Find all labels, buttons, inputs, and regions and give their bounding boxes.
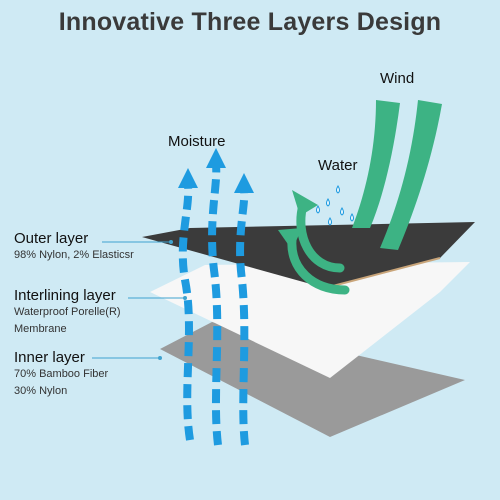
inner-layer-desc-2: 30% Nylon (14, 385, 68, 397)
page-title: Innovative Three Layers Design (58, 8, 442, 36)
interlining-layer-name: Interlining layer (14, 287, 116, 304)
water-label: Water (318, 157, 358, 174)
outer-layer-name: Outer layer (14, 230, 89, 247)
inner-layer-label-block: Inner layer 70% Bamboo Fiber 30% Nylon (14, 349, 108, 400)
outer-layer-label-block: Outer layer 98% Nylon, 2% Elasticsr (14, 230, 134, 264)
interlining-layer-desc-1: Waterproof Porelle(R) (14, 306, 121, 318)
moisture-label: Moisture (168, 133, 226, 150)
inner-layer-name: Inner layer (14, 349, 85, 366)
wind-arrow-icon (352, 100, 442, 250)
inner-layer-desc-1: 70% Bamboo Fiber (14, 368, 109, 380)
inner-layer-sheet (160, 322, 465, 437)
outer-layer-desc: 98% Nylon, 2% Elasticsr (14, 249, 134, 261)
water-drop-icon (316, 185, 354, 226)
wind-label: Wind (380, 70, 415, 87)
interlining-layer-sheet (150, 262, 470, 378)
interlining-layer-label-block: Interlining layer Waterproof Porelle(R) … (14, 287, 121, 338)
moisture-arrowheads (178, 148, 254, 193)
moisture-arrow-icon (178, 164, 249, 446)
interlining-layer-desc-2: Membrane (14, 323, 67, 335)
